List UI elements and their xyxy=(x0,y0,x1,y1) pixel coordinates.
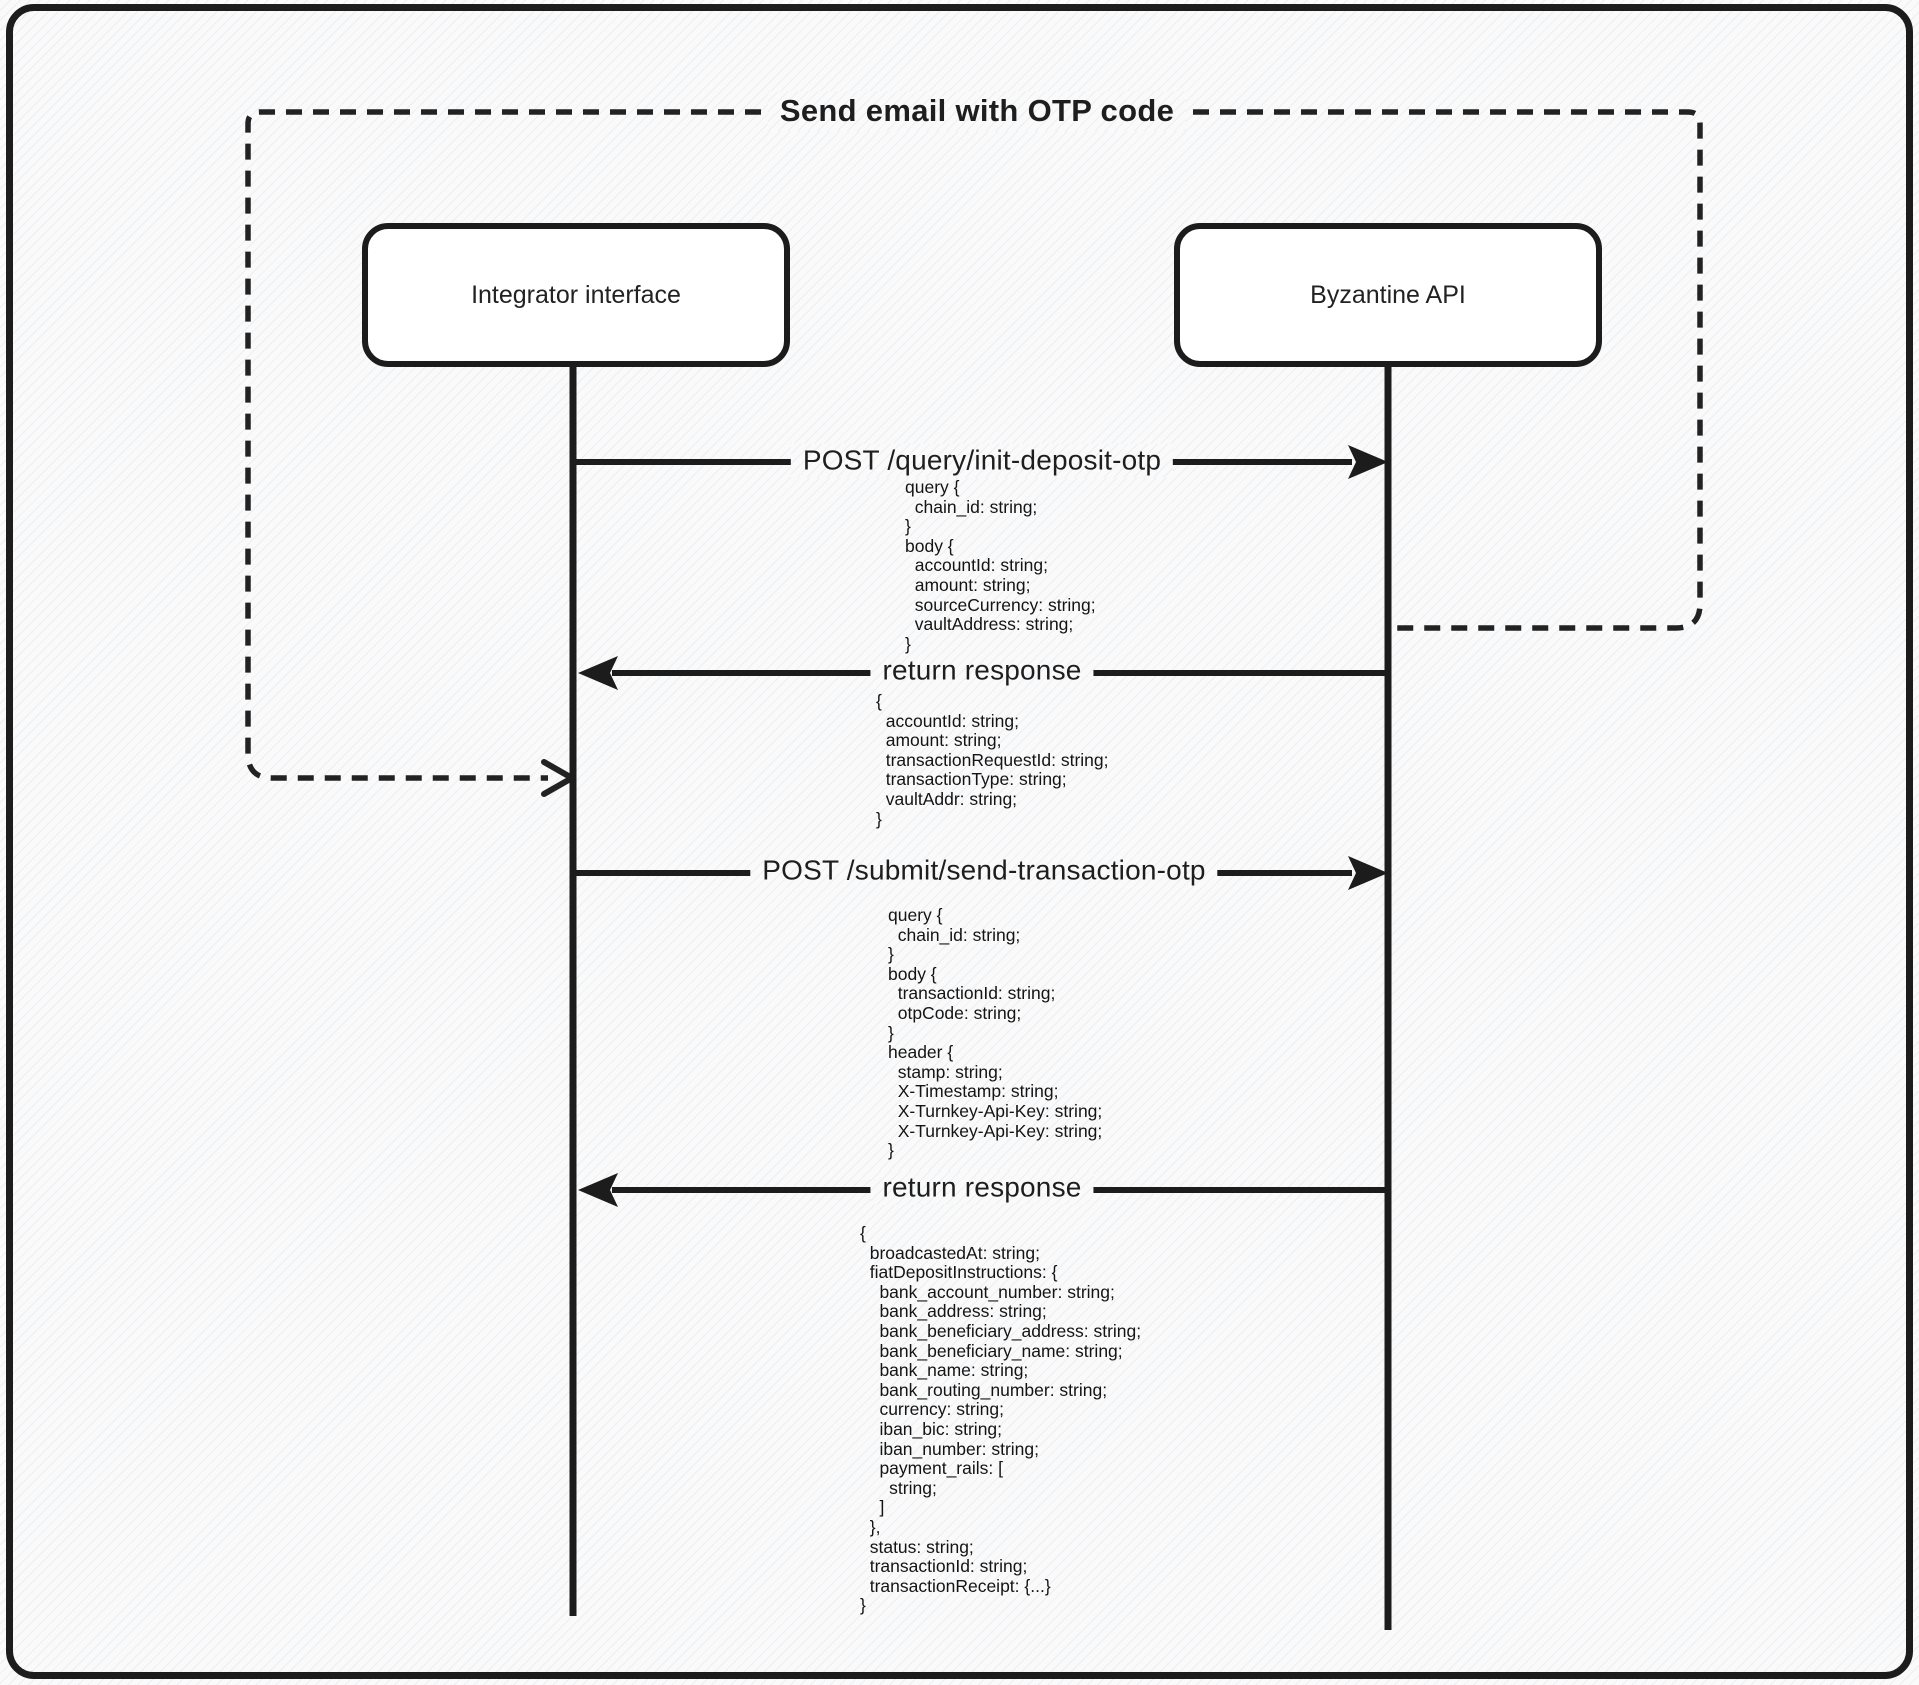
message-4-label: return response xyxy=(870,1170,1094,1205)
group-label: Send email with OTP code xyxy=(767,91,1187,132)
message-2-label: return response xyxy=(870,653,1094,688)
message-2-payload: { accountId: string; amount: string; tra… xyxy=(876,691,1109,829)
actor-box-byzantine-api: Byzantine API xyxy=(1174,223,1602,367)
message-1-arrowhead-right-icon xyxy=(1348,445,1388,479)
dashed-arrowhead-icon xyxy=(541,759,575,797)
group-box-right-dashed-line xyxy=(977,109,1703,631)
actor-label-byzantine-api: Byzantine API xyxy=(1310,280,1466,309)
message-4-arrowhead-left-icon xyxy=(578,1173,618,1207)
message-3-payload: query { chain_id: string; } body { trans… xyxy=(888,905,1103,1161)
message-3-arrowhead-right-icon xyxy=(1348,856,1388,890)
message-3-label: POST /submit/send-transaction-otp xyxy=(750,853,1218,888)
message-4-payload: { broadcastedAt: string; fiatDepositInst… xyxy=(860,1223,1142,1616)
message-2-arrowhead-left-icon xyxy=(578,656,618,690)
actor-label-integrator-interface: Integrator interface xyxy=(471,280,681,309)
message-1-payload: query { chain_id: string; } body { accou… xyxy=(905,477,1096,654)
actor-box-integrator-interface: Integrator interface xyxy=(362,223,790,367)
message-1-label: POST /query/init-deposit-otp xyxy=(790,443,1174,478)
